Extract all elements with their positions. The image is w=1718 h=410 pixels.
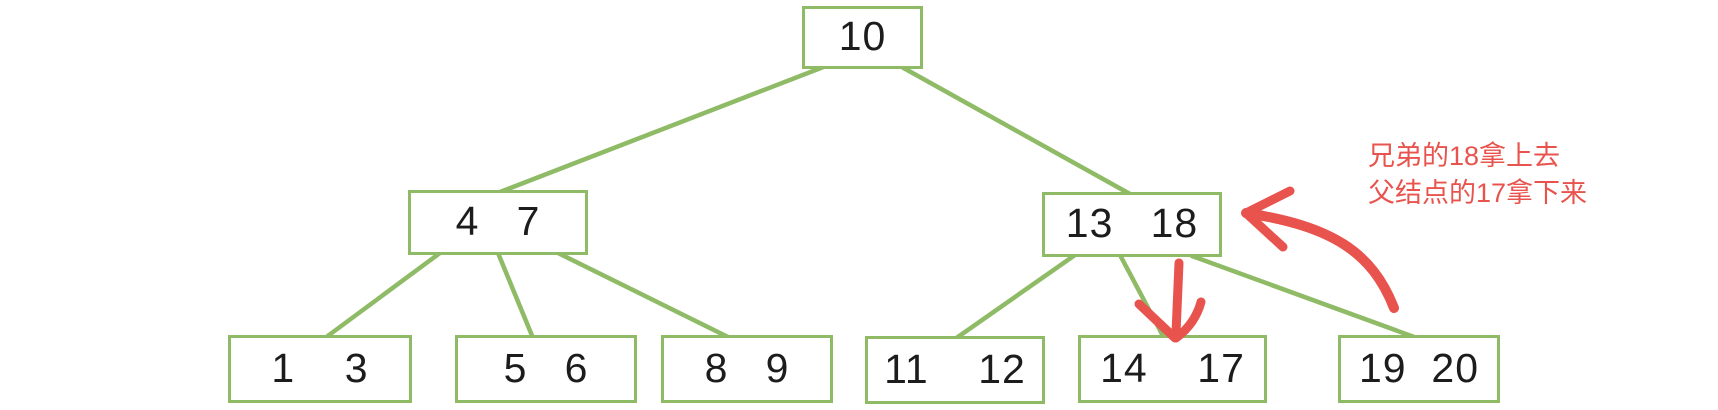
annotation-line-1: 兄弟的18拿上去: [1368, 141, 1561, 171]
node-keys: 8 9: [704, 344, 790, 391]
tree-node-14-17: 14 17: [1078, 335, 1267, 403]
red-down-arrow-right-flare: [1171, 297, 1206, 343]
tree-node-19-20: 19 20: [1338, 335, 1500, 403]
node-keys: 1 3: [271, 344, 369, 391]
tree-node-11-12: 11 12: [865, 336, 1045, 404]
edge-13-18-to-19-20: [1189, 253, 1420, 341]
edge-10-to-4-7: [497, 63, 829, 195]
edge-13-18-to-11-12: [952, 252, 1078, 342]
tree-node-4-7: 4 7: [408, 190, 588, 255]
node-keys: 19 20: [1359, 344, 1479, 391]
red-curved-arrow-upper-flare: [1241, 186, 1295, 218]
edge-13-18-to-14-17: [1117, 252, 1166, 339]
node-keys: 13 18: [1065, 200, 1199, 246]
edge-4-7-to-1-3: [322, 250, 443, 341]
red-curved-arrow-shaft: [1241, 208, 1399, 313]
red-curved-arrow-lower-flare: [1241, 208, 1288, 252]
tree-node-1-3: 1 3: [228, 335, 412, 403]
node-keys: 5 6: [503, 344, 589, 391]
tree-node-5-6: 5 6: [455, 335, 637, 403]
tree-node-13-18: 13 18: [1042, 192, 1222, 257]
annotation-note: 兄弟的18拿上去 父结点的17拿下来: [1368, 138, 1587, 212]
node-keys: 11 12: [884, 345, 1026, 392]
tree-node-8-9: 8 9: [661, 335, 833, 403]
edge-4-7-to-8-9: [555, 250, 733, 341]
edge-4-7-to-5-6: [495, 250, 536, 341]
annotation-line-2: 父结点的17拿下来: [1368, 178, 1588, 208]
node-keys: 4 7: [455, 198, 541, 244]
tree-node-10: 10: [802, 6, 923, 69]
edge-10-to-13-18: [897, 63, 1133, 197]
node-keys: 10: [838, 13, 887, 59]
red-down-arrow-shaft: [1171, 258, 1184, 338]
red-down-arrow-left-flare: [1134, 299, 1180, 343]
node-keys: 14 17: [1100, 344, 1245, 391]
